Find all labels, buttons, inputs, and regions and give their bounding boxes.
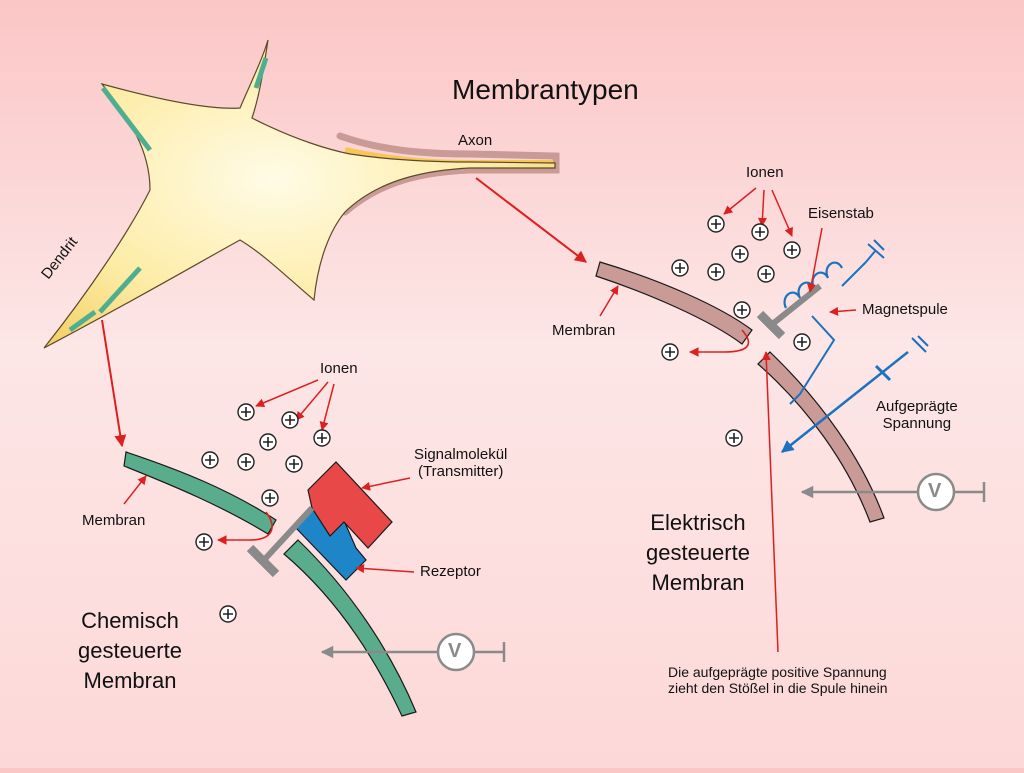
electrical-voltmeter-symbol: V (928, 480, 942, 502)
chemical-membrane-label: Membran (82, 512, 146, 529)
plus-sign (263, 437, 273, 447)
plus-sign (755, 227, 765, 237)
chemical-caption: Chemisch gesteuerte Membran (78, 608, 182, 693)
plus-sign (729, 433, 739, 443)
plus-sign (665, 347, 675, 357)
plunger-head (246, 544, 280, 578)
applied-voltage-label: Aufgeprägte Spannung (876, 398, 958, 433)
dendrite-membrane-segment (101, 86, 152, 152)
plus-sign (285, 415, 295, 425)
page-title: Membrantypen (452, 74, 639, 105)
coil-icon (783, 261, 843, 309)
receptor-pointer (355, 564, 415, 574)
electrical-membrane-label: Membran (552, 322, 616, 339)
signal-molecule-label: Signalmolekül (Transmitter) (414, 446, 508, 481)
plus-sign (223, 609, 233, 619)
plunger-rod (261, 505, 315, 563)
neuron (43, 39, 560, 349)
ion-flow-arrow (217, 511, 273, 545)
axon-label: Axon (458, 132, 493, 149)
coil-circuit (789, 261, 867, 405)
dendrite-membrane-segment (253, 57, 269, 89)
electrical-ions-label: Ionen (746, 164, 784, 181)
membrane-pointer (599, 285, 619, 317)
battery-plate (873, 239, 885, 251)
dendrite-membrane-segment (68, 309, 97, 333)
battery-plate (874, 364, 892, 382)
battery-plate (867, 243, 885, 259)
plus-sign (761, 269, 771, 279)
plus-sign (735, 249, 745, 259)
dendrite-membrane-segment (98, 266, 142, 314)
ion-flow-arrow (689, 329, 750, 357)
note-pointer (761, 351, 779, 653)
plus-sign (737, 305, 747, 315)
plus-sign (797, 337, 807, 347)
plus-sign (265, 493, 275, 503)
cell-body (43, 39, 556, 349)
membrane-pointer (123, 475, 147, 505)
plunger-head (756, 310, 786, 340)
ions-pointer (295, 381, 329, 421)
battery-plate (917, 335, 929, 347)
electrical-membrane (595, 187, 986, 653)
plus-sign (289, 459, 299, 469)
transmitter-pointer (361, 477, 411, 491)
ions-pointer (319, 383, 335, 431)
ions-pointer (255, 379, 319, 408)
battery-plate (911, 337, 927, 353)
explanatory-note: Die aufgeprägte positive Spannung zieht … (668, 664, 888, 697)
plus-sign (675, 263, 685, 273)
iron-rod-label: Eisenstab (808, 205, 874, 222)
electrical-caption: Elektrisch gesteuerte Membran (646, 510, 750, 595)
chemical-voltmeter-symbol: V (448, 640, 462, 662)
plus-sign (317, 433, 327, 443)
chemical-membrane (123, 379, 506, 717)
axon-to-membrane-arrow (475, 177, 587, 263)
receptor-label: Rezeptor (420, 563, 481, 580)
applied-voltage-arrow (781, 351, 909, 453)
axon-outline (336, 132, 560, 216)
rose-membrane-upper (595, 261, 753, 345)
plus-sign (241, 457, 251, 467)
plus-sign (787, 245, 797, 255)
ions-pointer (723, 187, 757, 215)
plus-sign (199, 537, 209, 547)
iron-rod-pointer (807, 227, 823, 293)
plus-sign (241, 407, 251, 417)
ions-pointer (757, 189, 767, 227)
plus-sign (711, 267, 721, 277)
dendrite-to-membrane-arrow (101, 319, 127, 448)
plus-sign (205, 455, 215, 465)
coil-pointer (829, 306, 857, 316)
green-membrane-upper (123, 451, 277, 535)
coil-label: Magnetspule (862, 301, 948, 318)
transmitter-molecule (307, 461, 393, 549)
chemical-ions-label: Ionen (320, 360, 358, 377)
battery-icon (865, 249, 877, 263)
ions (195, 215, 811, 623)
ions-pointer (771, 189, 793, 237)
plus-sign (711, 219, 721, 229)
green-membrane-lower (283, 539, 417, 717)
rose-membrane-lower (757, 351, 885, 523)
